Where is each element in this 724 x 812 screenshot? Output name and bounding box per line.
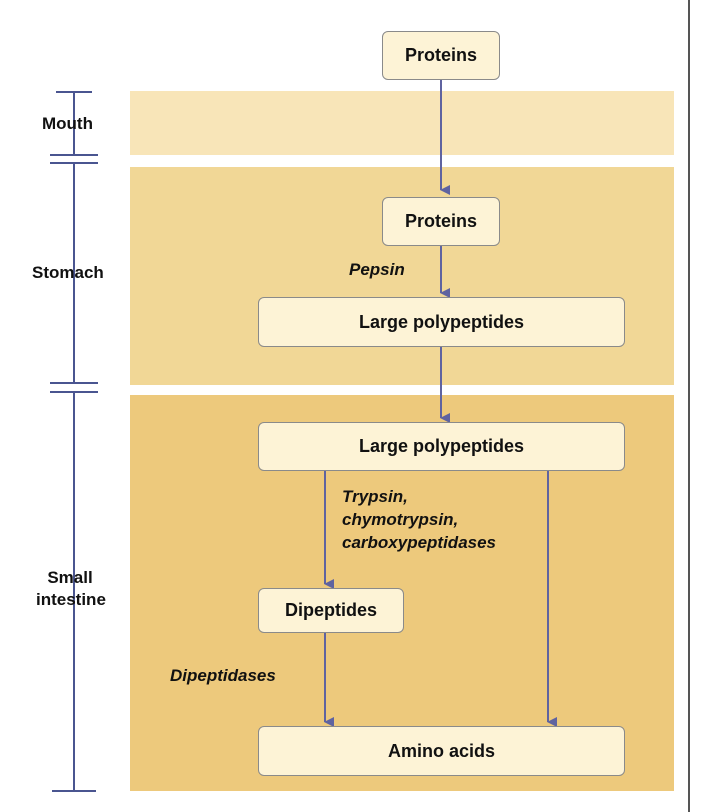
- box-large-polypeptides-intestine: Large polypeptides: [258, 422, 625, 471]
- enzyme-label-pepsin: Pepsin: [349, 260, 405, 279]
- box-amino-acids: Amino acids: [258, 726, 625, 776]
- region-label-small-intestine: Small intestine: [36, 567, 106, 611]
- enzyme-label-carboxypeptidases: carboxypeptidases: [342, 533, 497, 552]
- box-large-polypeptides-stomach: Large polypeptides: [258, 297, 625, 347]
- region-label-small-intestine-line2: intestine: [36, 590, 106, 609]
- box-dipeptides: Dipeptides: [258, 588, 404, 633]
- region-bracket: [50, 91, 98, 792]
- enzyme-label-proteases: Trypsin, chymotrypsin, carboxypeptidases: [342, 485, 496, 554]
- box-proteins-stomach: Proteins: [382, 197, 500, 246]
- enzyme-label-dipeptidases: Dipeptidases: [170, 666, 276, 685]
- box-proteins-top: Proteins: [382, 31, 500, 80]
- right-divider-line: [688, 0, 690, 812]
- region-label-mouth: Mouth: [42, 114, 93, 133]
- mouth-region-band: [130, 91, 674, 155]
- enzyme-label-trypsin: Trypsin,: [342, 487, 408, 506]
- enzyme-label-chymotrypsin: chymotrypsin,: [342, 510, 459, 529]
- region-label-stomach: Stomach: [32, 263, 104, 282]
- region-label-small-intestine-line1: Small: [47, 568, 93, 587]
